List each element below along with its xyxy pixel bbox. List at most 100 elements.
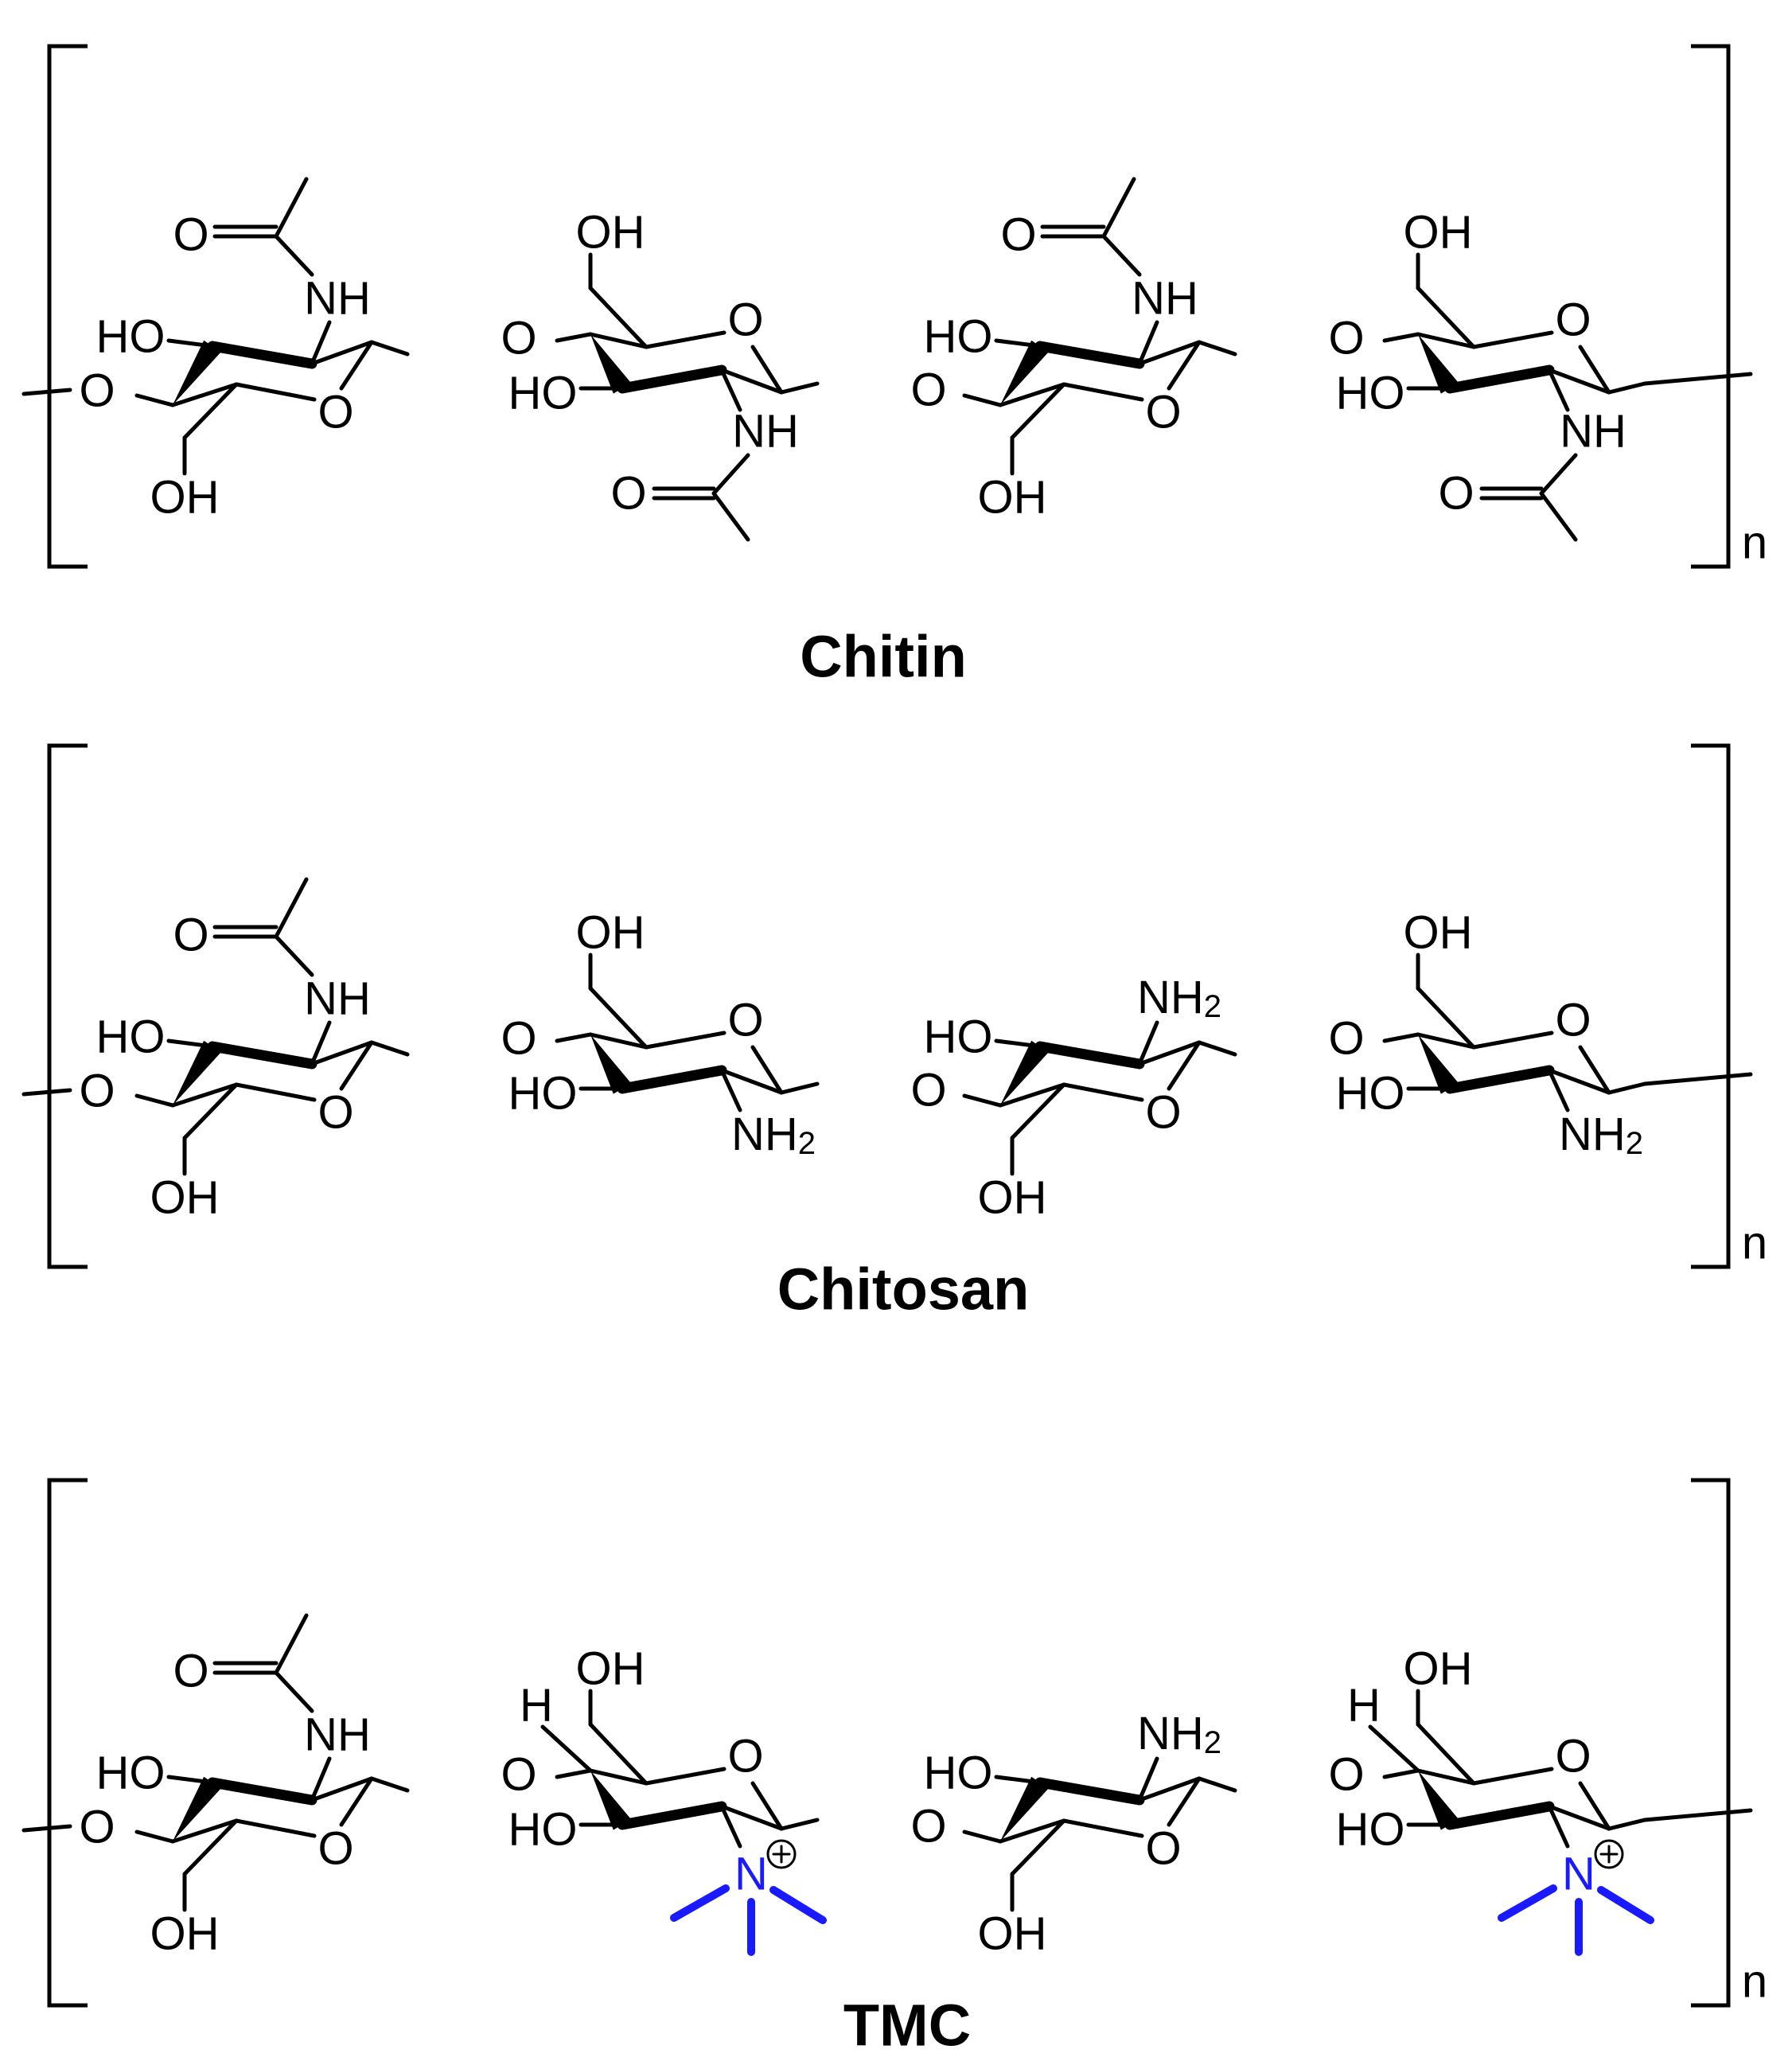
ring-oxygen-label: O — [317, 1823, 353, 1875]
c3-hydroxyl-bond — [166, 1775, 215, 1785]
c6-bond — [588, 1722, 649, 1786]
c4-h-bond — [1368, 1724, 1420, 1773]
glycosidic-bond — [1607, 1081, 1647, 1095]
ring-bond-o5c5 — [1471, 330, 1554, 349]
glycosidic-oxygen-label: O — [79, 365, 115, 417]
ring-bond-c1o5 — [1578, 1781, 1611, 1831]
positive-charge-icon — [766, 1839, 797, 1869]
hydroxyl-label: HO — [1336, 1804, 1405, 1856]
ring-wedge-c3c4 — [590, 1034, 632, 1094]
n-carbonyl-bond — [274, 1670, 314, 1713]
hydroxyl-label: OH — [576, 907, 645, 959]
quaternary-nitrogen-label: N — [734, 1849, 768, 1900]
glycosidic-bond — [134, 1829, 175, 1844]
hydroxyl-label: HO — [508, 1804, 578, 1856]
glycosidic-bond — [962, 1829, 1003, 1844]
amide-nh-label: NH — [1132, 273, 1198, 325]
glycosidic-bond — [369, 340, 410, 357]
ring-bond-c1c2 — [1547, 368, 1611, 395]
chain-terminal-bond — [1642, 372, 1753, 386]
c3-hydroxyl-bond — [166, 338, 215, 349]
c3-hydroxyl-bond — [166, 1038, 215, 1049]
amine-nh: NH — [1559, 1109, 1626, 1160]
c2-n-bond — [1547, 368, 1570, 412]
c2-n-bond — [1137, 1756, 1159, 1802]
ring-wedge-c3c4 — [1418, 1771, 1459, 1830]
c6-bond — [588, 986, 649, 1050]
ring-bond-c1c2 — [310, 1040, 374, 1066]
chain-terminal-bond — [21, 1088, 72, 1097]
c2-n-bond — [310, 1756, 332, 1802]
glycosidic-oxygen-label: O — [501, 1749, 536, 1801]
hydroxyl-label: HO — [508, 1068, 578, 1120]
ring-oxygen-label: O — [727, 294, 763, 346]
left-bracket — [47, 1478, 88, 2008]
c2-n-bond — [1137, 1020, 1159, 1066]
acetyl-methyl-bond — [711, 491, 750, 542]
structure-name-label: TMC — [843, 1993, 971, 2059]
methyl-bond — [670, 1884, 730, 1922]
glycosidic-oxygen-label: O — [79, 1802, 115, 1853]
repeat-subscript-n: n — [1742, 517, 1767, 569]
carbonyl-oxygen-label: O — [173, 1646, 208, 1697]
hydroxyl-label: HO — [508, 368, 578, 419]
ring-bond-c1o5 — [1167, 1776, 1202, 1827]
ring-bond-c1o5 — [750, 1045, 784, 1095]
acetyl-methyl-bond — [274, 877, 309, 939]
hydroxyl-label: OH — [150, 1172, 220, 1224]
carbonyl-oxygen-label: O — [173, 209, 208, 261]
c6-bond — [1416, 1722, 1476, 1786]
right-bracket — [1691, 743, 1731, 1269]
ring-bond-o5c5 — [1062, 382, 1144, 402]
glycosidic-bond — [1607, 381, 1647, 395]
ring-bold-c2c3 — [207, 341, 317, 369]
amine-subscript: 2 — [798, 1126, 816, 1161]
hydroxyl-label: OH — [576, 1643, 645, 1695]
ring-wedge-c3c4 — [173, 340, 221, 405]
ring-bond-o5c5 — [644, 1767, 727, 1786]
ring-bold-c2c3 — [1034, 1777, 1145, 1806]
ring-bond-c1o5 — [750, 1781, 784, 1831]
c3-hydroxyl-bond — [994, 1038, 1042, 1049]
ring-bold-c2c3 — [1034, 341, 1145, 369]
ring-bond-c5c4 — [588, 332, 649, 349]
ring-bond-c1o5 — [1578, 1045, 1611, 1095]
quaternary-nitrogen-label: N — [1562, 1849, 1595, 1900]
ring-bond-o5c5 — [234, 1818, 317, 1838]
amine-label: NH2 — [1137, 972, 1221, 1025]
ring-bond-c1o5 — [1167, 340, 1202, 391]
ring-bond-o5c5 — [1062, 1818, 1144, 1838]
ring-wedge-c3c4 — [590, 1771, 632, 1830]
ring-bond-c1c2 — [1137, 1776, 1202, 1802]
c2-n-bond — [1547, 1068, 1570, 1112]
ring-bond-c1c2 — [1137, 1040, 1202, 1066]
acetyl-methyl-bond — [1101, 177, 1136, 239]
right-bracket — [1691, 44, 1731, 569]
ring-bond-c1c2 — [1547, 1068, 1611, 1095]
glycosidic-oxygen-label: O — [501, 313, 536, 364]
glycosidic-bond — [1382, 1768, 1420, 1779]
ring-bond-c1c2 — [1547, 1804, 1611, 1831]
c6-bond — [1010, 382, 1066, 440]
hydrogen-label: H — [1347, 1680, 1381, 1732]
ring-bond-c1c2 — [310, 1776, 374, 1802]
left-bracket — [47, 743, 88, 1269]
carbonyl-oxygen-label: O — [1438, 468, 1474, 520]
n-carbonyl-bond — [1539, 453, 1578, 496]
c2-n-bond — [719, 368, 742, 412]
chain-terminal-bond — [21, 1824, 72, 1833]
hydroxyl-label: HO — [924, 311, 993, 363]
amide-nh-label: NH — [304, 1709, 371, 1761]
ring-bond-c5c4 — [588, 1768, 649, 1786]
c6-bond — [182, 1082, 239, 1140]
ring-bond-c1c2 — [719, 368, 784, 395]
hydroxyl-label: OH — [1404, 1643, 1473, 1695]
ring-bold-c2c3 — [617, 1801, 727, 1830]
n-carbonyl-bond — [711, 453, 750, 496]
c2-n-bond — [719, 1068, 742, 1112]
hydroxyl-label: OH — [150, 472, 220, 524]
amide-nh-label: NH — [304, 273, 371, 325]
hydroxyl-label: OH — [978, 1908, 1047, 1960]
ring-bold-c2c3 — [1444, 364, 1555, 394]
